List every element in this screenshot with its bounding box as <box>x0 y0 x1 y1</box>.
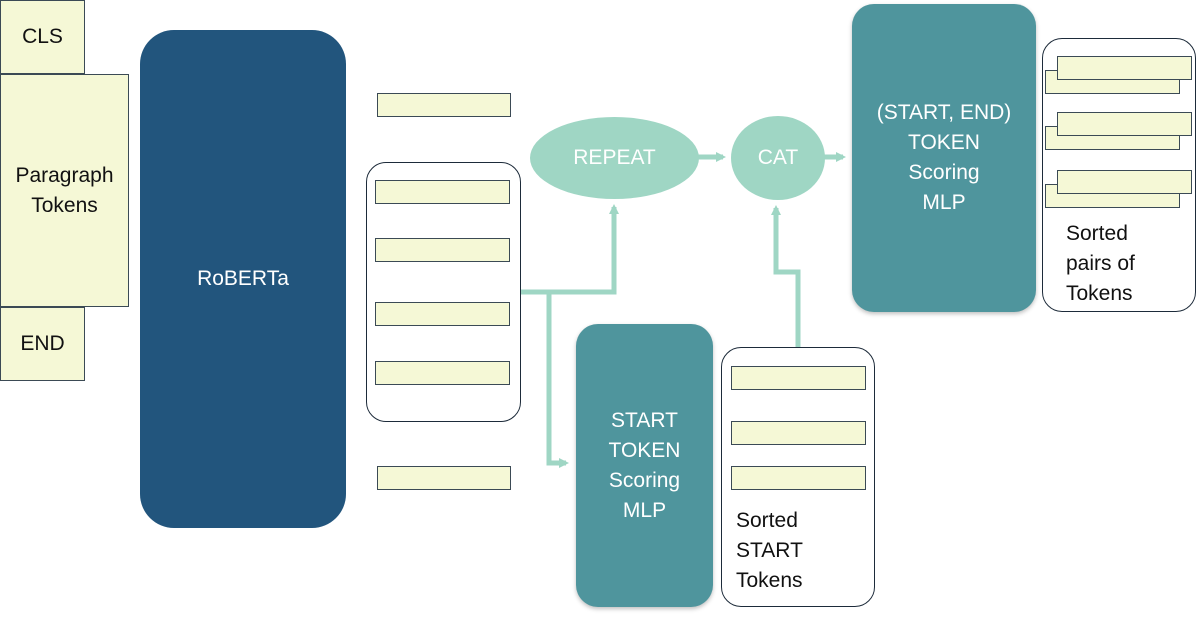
end-embedding <box>377 466 511 490</box>
start-token-scoring-mlp: START TOKEN Scoring MLP <box>576 324 713 607</box>
cls-token-label: CLS <box>22 25 63 48</box>
cls-embedding <box>377 93 511 117</box>
sorted-start-token <box>731 421 866 445</box>
pair-start-token <box>1057 170 1192 194</box>
pair-mlp-label: (START, END) TOKEN Scoring MLP <box>876 101 1012 214</box>
cls-token-box: CLS <box>0 0 85 74</box>
repeat-op: REPEAT <box>530 117 699 199</box>
repeat-label: REPEAT <box>573 146 656 169</box>
roberta-label: RoBERTa <box>197 267 289 290</box>
sorted-start-token <box>731 366 866 390</box>
paragraph-embedding <box>375 302 510 326</box>
paragraph-tokens-box: Paragraph Tokens <box>0 74 129 307</box>
paragraph-embedding <box>375 361 510 385</box>
paragraph-embedding <box>375 238 510 262</box>
paragraph-tokens-label: Paragraph Tokens <box>15 163 114 217</box>
end-token-box: END <box>0 307 85 381</box>
arrow-start-to-cat <box>771 205 801 347</box>
sorted-start-tokens-label: Sorted START Tokens <box>736 509 803 592</box>
start-mlp-label: START TOKEN Scoring MLP <box>608 408 681 522</box>
arrow-to-repeat <box>521 204 619 295</box>
sorted-start-token <box>731 466 866 490</box>
end-token-label: END <box>20 332 65 355</box>
pair-start-token <box>1057 56 1192 80</box>
paragraph-embedding <box>375 180 510 204</box>
cat-op: CAT <box>731 116 825 200</box>
pair-start-token <box>1057 112 1192 136</box>
roberta-encoder: RoBERTa <box>140 30 346 528</box>
pair-token-scoring-mlp: (START, END) TOKEN Scoring MLP <box>852 4 1036 312</box>
sorted-pairs-label: Sorted pairs of Tokens <box>1066 222 1135 305</box>
cat-label: CAT <box>757 146 799 169</box>
arrow-to-start-mlp <box>546 292 569 468</box>
